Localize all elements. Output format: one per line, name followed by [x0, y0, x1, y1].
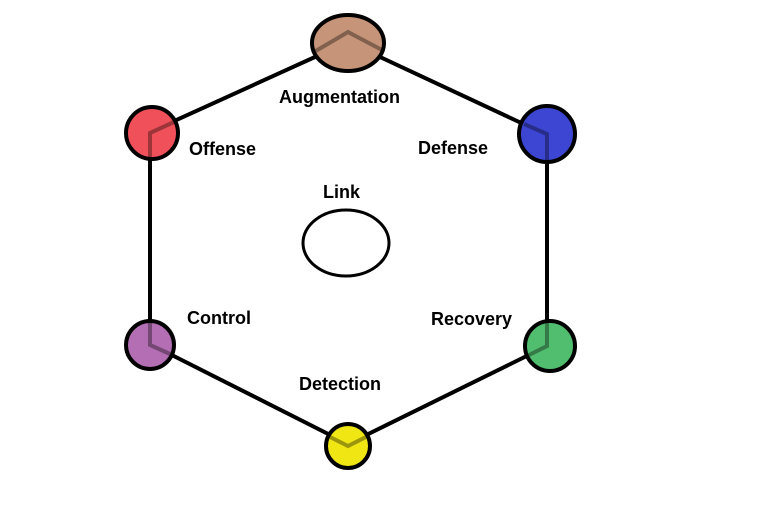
edge-recovery-detection — [347, 344, 548, 446]
node-inner-strokes — [148, 29, 549, 449]
detection-node[interactable] — [324, 422, 372, 470]
control-inner-stroke — [148, 322, 171, 356]
defense-node[interactable] — [517, 104, 577, 164]
detection-inner-stroke — [327, 434, 369, 449]
offense-node[interactable] — [124, 105, 180, 161]
augmentation-inner-stroke — [312, 29, 383, 54]
recovery-inner-stroke — [526, 322, 549, 358]
control-label: Control — [187, 308, 251, 328]
edge-detection-control — [149, 342, 349, 446]
recovery-node[interactable] — [523, 319, 577, 373]
augmentation-node[interactable] — [310, 13, 386, 73]
hexagon-edges — [148, 40, 549, 446]
recovery-label: Recovery — [431, 309, 512, 329]
control-node[interactable] — [124, 319, 176, 371]
link-label: Link — [323, 182, 361, 202]
augmentation-label: Augmentation — [279, 87, 400, 107]
offense-inner-stroke — [148, 120, 175, 158]
link-ellipse[interactable] — [301, 208, 391, 278]
defense-label: Defense — [418, 138, 488, 158]
offense-label: Offense — [189, 139, 256, 159]
detection-label: Detection — [299, 374, 381, 394]
defense-inner-stroke — [523, 122, 549, 160]
